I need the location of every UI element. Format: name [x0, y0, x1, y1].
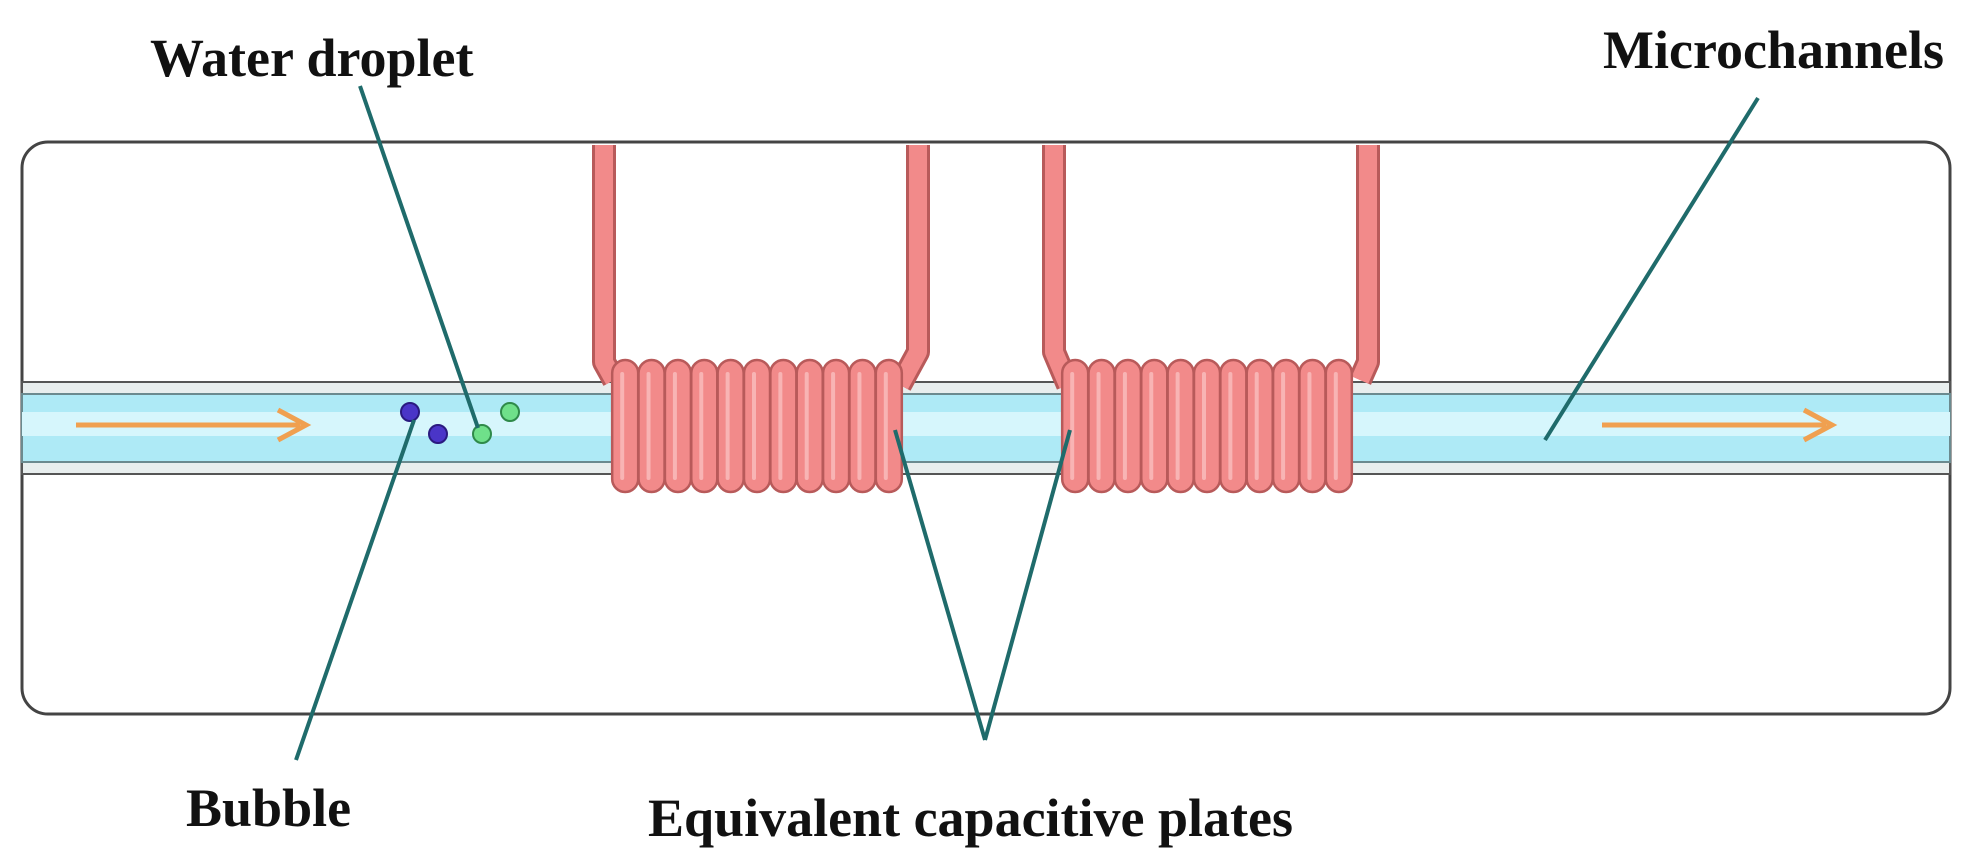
coil-turn — [1324, 358, 1354, 494]
leader-water-droplet — [358, 85, 480, 429]
leader-microchannels — [1543, 96, 1760, 442]
flow-arrow-icon — [1602, 407, 1838, 443]
coil-turn — [1087, 358, 1116, 494]
coil-left — [592, 145, 930, 494]
coil-turn — [874, 358, 904, 494]
coil-turn — [795, 358, 824, 494]
coil-turn — [1298, 358, 1327, 494]
coil-turn — [769, 358, 798, 494]
droplet-particle — [500, 402, 520, 422]
coil-turn — [1060, 358, 1090, 494]
coil-turn — [716, 358, 745, 494]
coil-turn — [848, 358, 877, 494]
coil-turn — [1219, 358, 1248, 494]
coil-turn — [1166, 358, 1195, 494]
bubble-particle — [428, 424, 448, 444]
leader-lines — [294, 85, 1760, 761]
coil-turn — [610, 358, 640, 494]
coil-turn — [821, 358, 851, 494]
coil-turn — [742, 358, 772, 494]
label-capacitive-plates: Equivalent capacitive plates — [648, 788, 1293, 848]
label-bubble: Bubble — [186, 778, 351, 838]
coil-turn — [1192, 358, 1222, 494]
coil-turn — [663, 358, 693, 494]
microchannel — [21, 381, 1951, 475]
leader-bubble — [294, 419, 416, 761]
label-microchannels: Microchannels — [1603, 20, 1944, 80]
label-water-droplet: Water droplet — [150, 28, 473, 88]
coil-turn — [690, 358, 719, 494]
bubble-particle — [400, 402, 420, 422]
leader-plates-right — [983, 429, 1072, 741]
coil-turn — [1113, 358, 1143, 494]
flow-arrow-icon — [76, 407, 312, 443]
coil-turn — [637, 358, 666, 494]
droplet-particle — [472, 424, 492, 444]
leader-plates-left — [893, 429, 987, 741]
coil-right — [1042, 145, 1380, 494]
coil-turn — [1271, 358, 1301, 494]
coil-turn — [1140, 358, 1169, 494]
coil-turn — [1245, 358, 1274, 494]
